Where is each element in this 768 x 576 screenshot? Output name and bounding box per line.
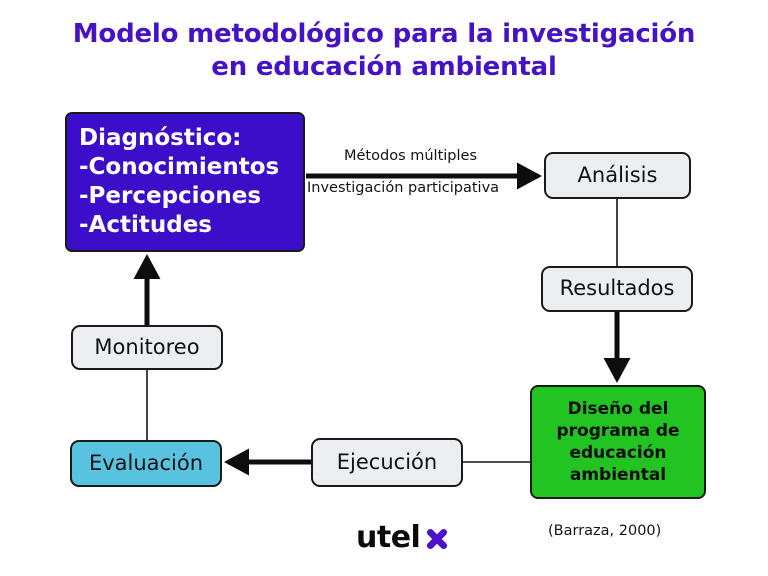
node-diagnostico-heading: Diagnóstico:: [79, 125, 242, 152]
node-resultados-label: Resultados: [559, 276, 675, 301]
node-diseno-programa[interactable]: Diseño del programa de educación ambient…: [530, 385, 706, 499]
citation-text: (Barraza, 2000): [548, 523, 662, 539]
utel-x-mark-icon: [427, 528, 448, 550]
node-resultados[interactable]: Resultados: [541, 266, 693, 312]
node-analisis-label: Análisis: [577, 162, 658, 187]
node-monitoreo-label: Monitoreo: [94, 334, 200, 359]
node-analisis[interactable]: Análisis: [544, 152, 691, 199]
page-title: Modelo metodológico para la investigació…: [0, 18, 768, 85]
page-title-line-1: Modelo metodológico para la investigació…: [72, 19, 696, 49]
page-title-line-2: en educación ambiental: [211, 52, 557, 83]
utel-wordmark: utel: [356, 520, 421, 555]
edge-label-metodos-multiples: Métodos múltiples: [344, 148, 477, 164]
node-diagnostico-item-3: -Actitudes: [79, 211, 212, 238]
node-ejecucion[interactable]: Ejecución: [311, 438, 463, 487]
node-diseno-line-3: educación: [569, 443, 667, 463]
node-diagnostico[interactable]: Diagnóstico: -Conocimientos -Percepcione…: [65, 112, 305, 252]
utel-logo: utel: [356, 518, 452, 558]
node-diseno-line-4: ambiental: [569, 465, 667, 486]
node-monitoreo[interactable]: Monitoreo: [71, 325, 223, 370]
node-diseno-line-1: Diseño del: [567, 398, 669, 419]
node-evaluacion[interactable]: Evaluación: [70, 440, 222, 487]
edge-label-investigacion-participativa: Investigación participativa: [307, 180, 500, 196]
node-evaluacion-label: Evaluación: [88, 450, 204, 475]
node-diagnostico-item-2: -Percepciones: [79, 183, 262, 209]
node-diseno-line-2: programa de: [556, 420, 680, 441]
node-diagnostico-item-1: -Conocimientos: [79, 154, 280, 181]
node-ejecucion-label: Ejecución: [336, 449, 438, 474]
